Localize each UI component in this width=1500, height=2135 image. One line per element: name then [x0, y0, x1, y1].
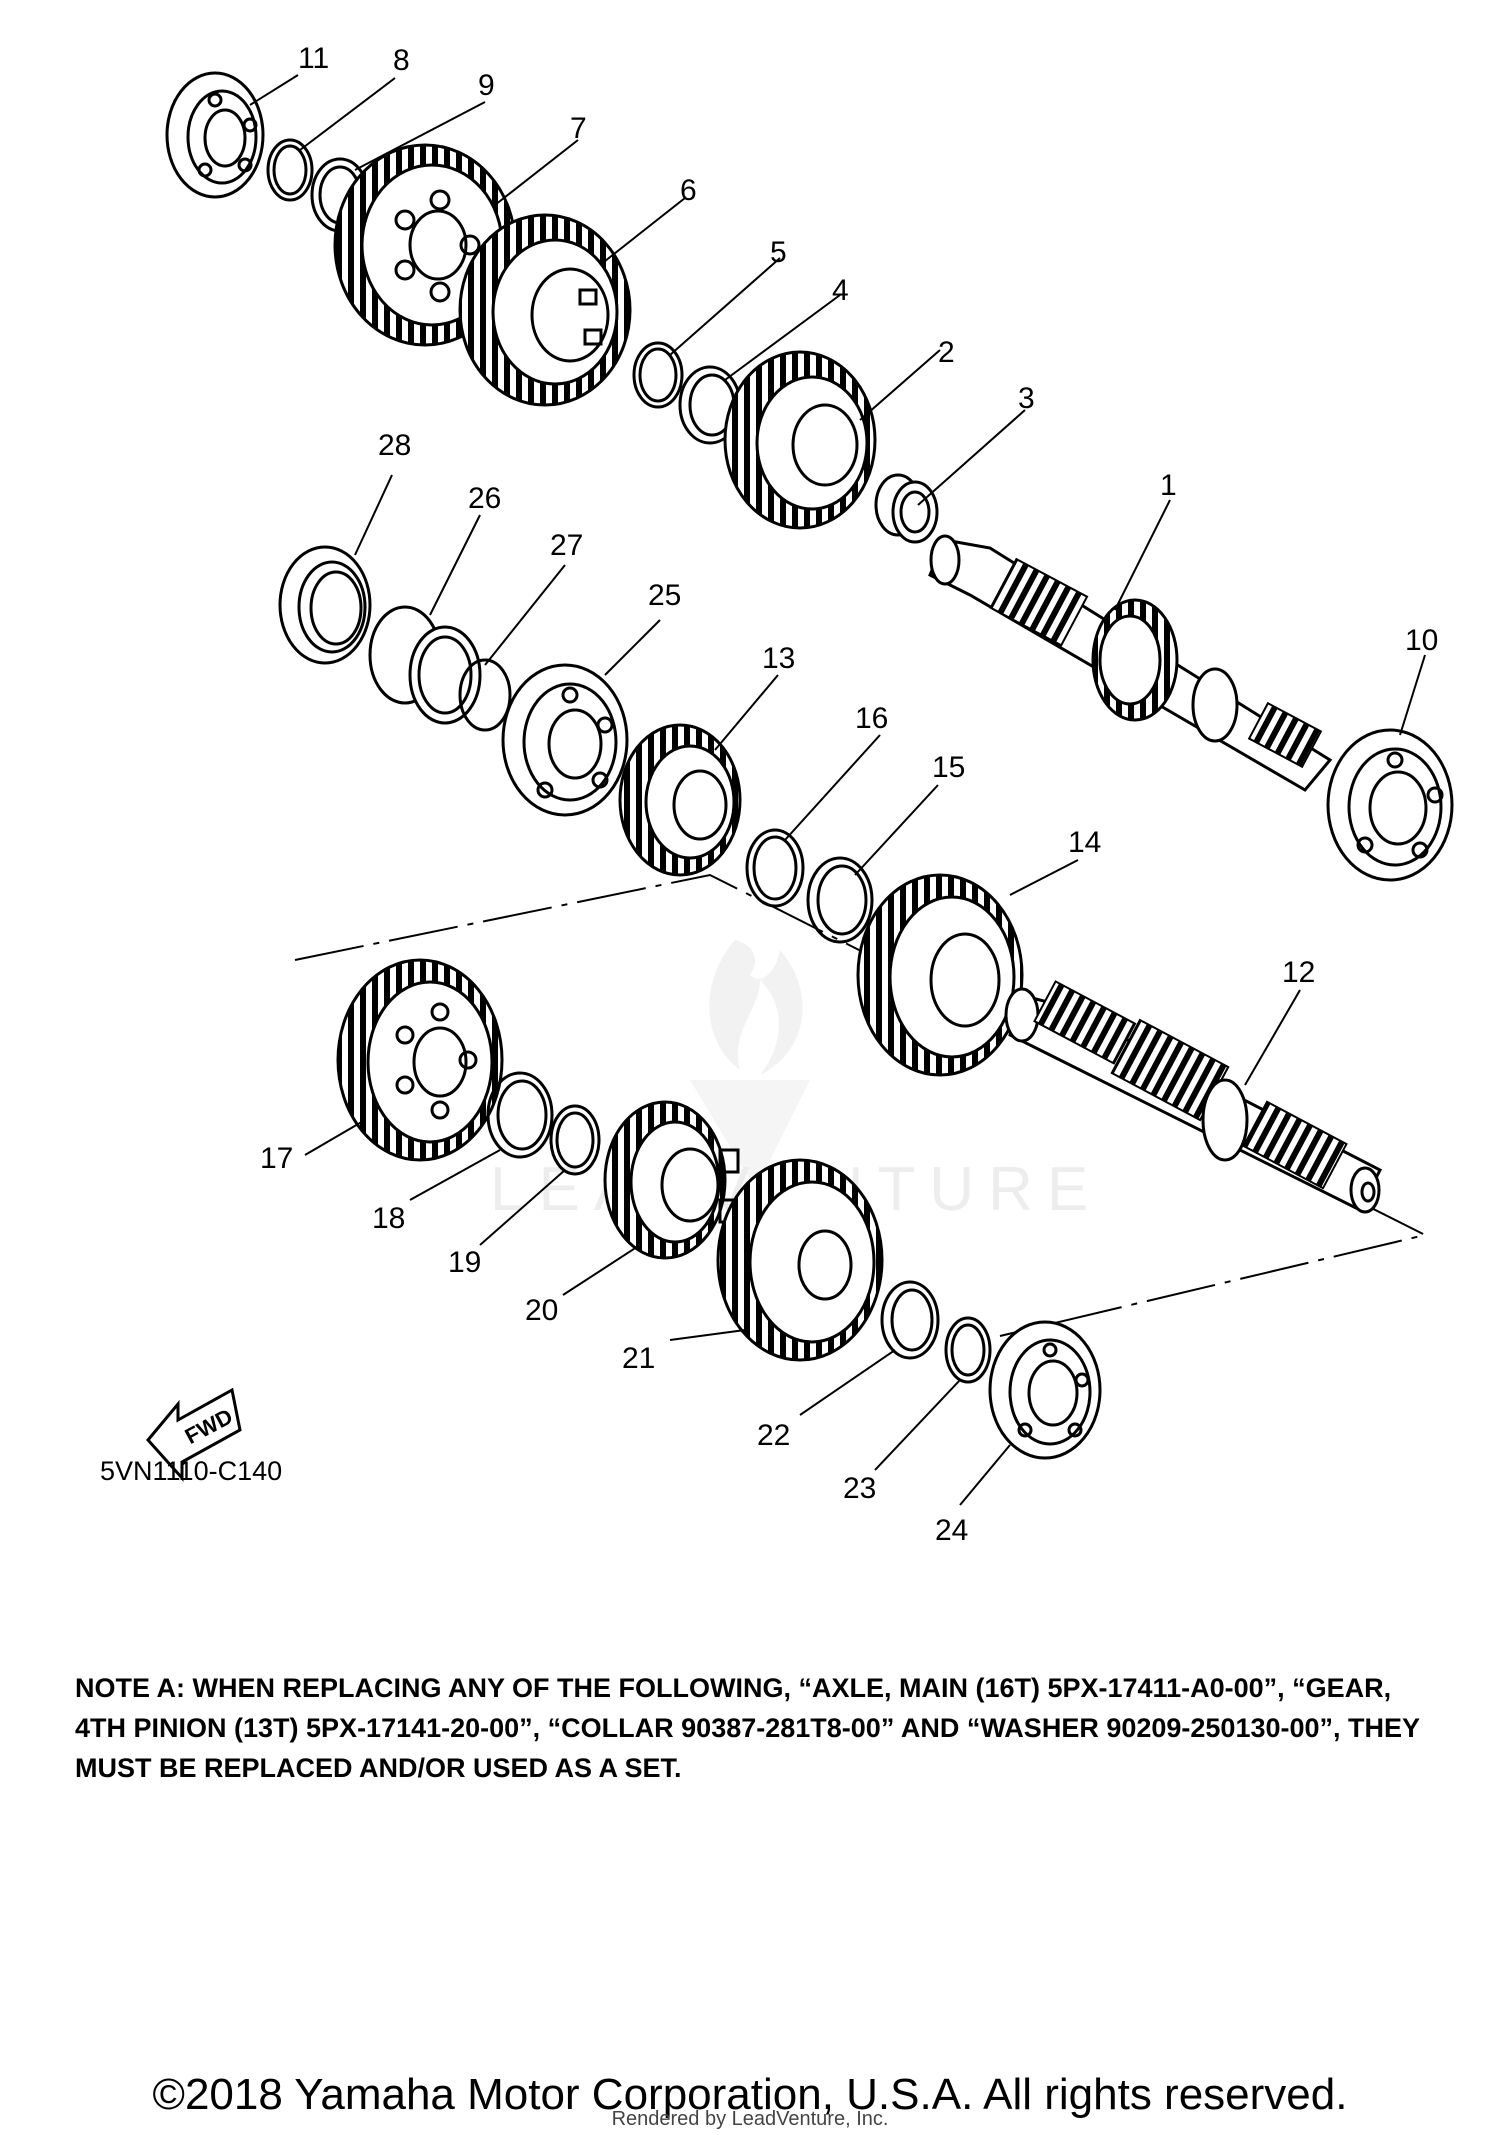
- callout-4: 4: [832, 274, 849, 307]
- circlip-8: [266, 138, 314, 202]
- bearing-11: [165, 71, 265, 199]
- washer-18: [486, 1071, 554, 1159]
- callout-21: 21: [622, 1342, 655, 1375]
- drive-axle-12: [1004, 980, 1383, 1214]
- callout-14: 14: [1068, 826, 1101, 859]
- circlip-5: [632, 341, 684, 409]
- callout-18: 18: [372, 1202, 405, 1235]
- callout-20: 20: [525, 1294, 558, 1327]
- callout-25: 25: [648, 579, 681, 612]
- callout-3: 3: [1018, 382, 1035, 415]
- callout-10: 10: [1405, 624, 1438, 657]
- callout-13: 13: [762, 642, 795, 675]
- callout-5: 5: [770, 236, 787, 269]
- bearing-24: [988, 1320, 1102, 1460]
- collar-26: [368, 605, 482, 725]
- gear-14: [856, 873, 1024, 1077]
- callout-7: 7: [570, 112, 587, 145]
- callout-15: 15: [932, 751, 965, 784]
- copyright-text: ©2018 Yamaha Motor Corporation, U.S.A. A…: [152, 2070, 1348, 2119]
- bearing-10: [1326, 728, 1454, 882]
- callout-6: 6: [680, 174, 697, 207]
- callout-22: 22: [757, 1419, 790, 1452]
- washer-22: [880, 1280, 940, 1360]
- rendered-by-text: Rendered by LeadVenture, Inc.: [611, 2108, 889, 2130]
- callout-9: 9: [478, 69, 495, 102]
- callout-24: 24: [935, 1514, 968, 1547]
- callout-26: 26: [468, 482, 501, 515]
- callout-17: 17: [260, 1142, 293, 1175]
- callout-28: 28: [378, 429, 411, 462]
- gear-2: [723, 350, 877, 530]
- callout-8: 8: [393, 44, 410, 77]
- gear-21: [716, 1158, 884, 1362]
- washer-15: [806, 856, 874, 944]
- collar-3: [874, 473, 939, 544]
- diagram-code: 5VN1110-C140: [100, 1456, 282, 1486]
- gear-13: [618, 723, 742, 877]
- callout-11: 11: [298, 42, 329, 75]
- callouts: 11 8 9 7 6 5 4 2 3 1 10 28 26 27 25 13 1…: [260, 42, 1438, 1547]
- callout-27: 27: [550, 529, 583, 562]
- callout-1: 1: [1160, 469, 1177, 502]
- gear-6: [458, 213, 632, 407]
- leader-lines: [249, 74, 1426, 1506]
- o-ring-27: [458, 658, 512, 732]
- gear-17: [336, 958, 504, 1162]
- circlip-16: [745, 828, 805, 908]
- callout-12: 12: [1282, 956, 1315, 989]
- gear-20: [603, 1100, 740, 1260]
- callout-19: 19: [448, 1246, 481, 1279]
- bearing-25: [501, 663, 629, 817]
- note-text: NOTE A: WHEN REPLACING ANY OF THE FOLLOW…: [75, 1673, 1420, 1783]
- callout-23: 23: [843, 1472, 876, 1505]
- main-axle-1: [928, 534, 1333, 792]
- oil-seal-28: [278, 545, 372, 665]
- callout-16: 16: [855, 702, 888, 735]
- circlip-23: [944, 1316, 992, 1384]
- circlip-19: [549, 1104, 601, 1176]
- callout-2: 2: [938, 336, 955, 369]
